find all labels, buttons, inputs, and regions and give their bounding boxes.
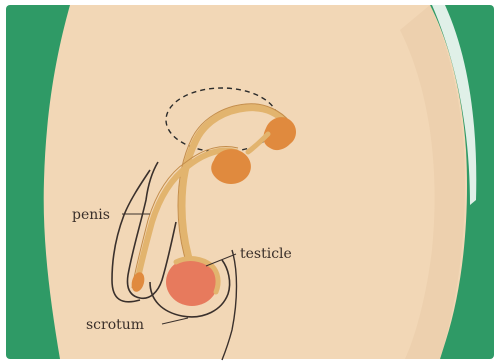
penis-label: penis (72, 207, 110, 223)
scrotum-label: scrotum (86, 317, 144, 333)
testicle-label: testicle (240, 246, 292, 262)
body-silhouette (44, 5, 467, 359)
